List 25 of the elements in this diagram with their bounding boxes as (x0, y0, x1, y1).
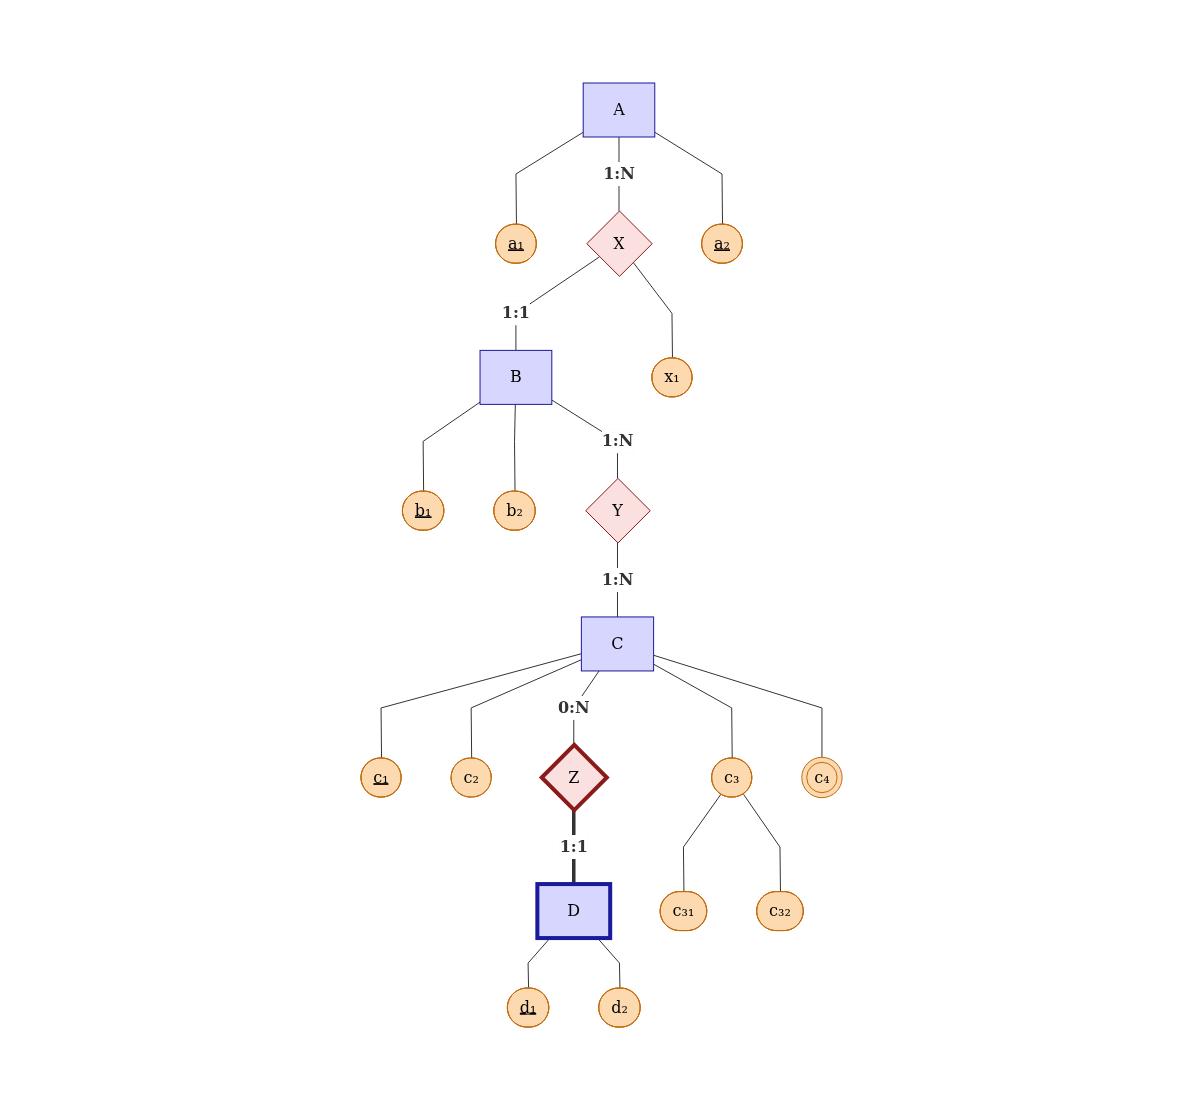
edge-label: 0:N (557, 697, 590, 717)
edge-label: 1:N (601, 569, 634, 589)
edge-label: 1:1 (559, 837, 588, 857)
connector (470, 659, 582, 759)
node-diamond: X (586, 210, 653, 277)
connector (682, 793, 722, 893)
connector (653, 663, 733, 759)
connector (515, 131, 584, 226)
connector (654, 131, 723, 226)
node-box: A (582, 82, 656, 138)
node-box: D (535, 882, 613, 941)
node-circle: c₄ (801, 756, 843, 799)
connector (422, 401, 481, 493)
edge-label: 1:N (601, 431, 634, 451)
node-box: C (580, 616, 655, 672)
node-diamond: Z (538, 742, 610, 813)
connector (380, 653, 582, 759)
connector (653, 654, 823, 758)
node-box: B (479, 349, 553, 405)
connector (513, 403, 516, 493)
connector (632, 261, 673, 359)
node-diamond: Y (585, 477, 651, 544)
edge-label: 1:1 (501, 303, 530, 323)
connector (742, 793, 781, 893)
edge-label: 1:N (603, 163, 635, 183)
